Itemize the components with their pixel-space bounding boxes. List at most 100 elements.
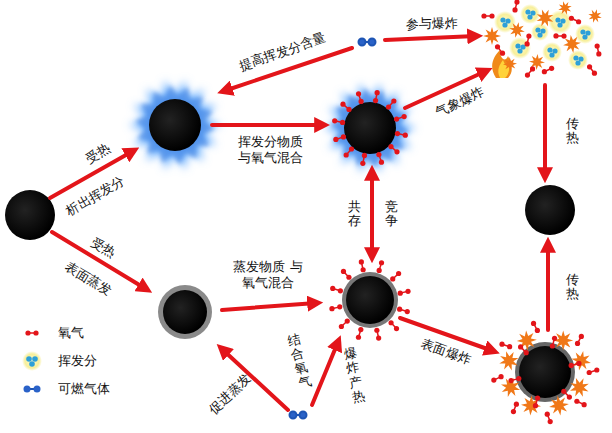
illustration-part	[524, 41, 529, 46]
illustration-part	[375, 90, 380, 95]
illustration-part	[526, 34, 531, 39]
process-label: 共存	[348, 200, 361, 229]
illustration-part	[516, 376, 521, 381]
illustration-part	[514, 402, 519, 407]
illustration-part	[514, 0, 519, 5]
illustration-part	[574, 399, 579, 404]
illustration-part	[531, 321, 536, 326]
illustration-part	[518, 344, 523, 349]
illustration-part	[349, 146, 354, 151]
illustration-part	[546, 244, 550, 330]
illustration-part	[340, 102, 345, 107]
illustration-part	[373, 98, 378, 103]
illustration-part	[340, 120, 345, 125]
illustration-part	[587, 370, 592, 375]
illustration-part	[573, 55, 578, 60]
illustration-part	[394, 116, 399, 121]
illustration-part	[525, 9, 530, 14]
illustration-part	[576, 361, 581, 366]
illustration-part	[332, 118, 337, 123]
illustration-part	[405, 309, 410, 314]
legend-text: 挥发分	[58, 352, 97, 370]
process-label: 挥发分物质 与氧气混合	[235, 134, 305, 167]
illustration-part	[512, 7, 517, 12]
illustration-part	[312, 342, 338, 405]
illustration-part	[374, 328, 379, 333]
illustration-part	[329, 306, 334, 311]
illustration-part	[511, 409, 516, 414]
illustration-part	[135, 85, 215, 164]
illustration-part	[379, 260, 384, 265]
illustration-part	[570, 378, 589, 397]
illustration-part	[558, 1, 571, 14]
illustration-part	[550, 343, 555, 348]
illustration-part	[509, 37, 531, 59]
volatile-glow	[129, 80, 416, 173]
illustration-part	[553, 330, 573, 350]
illustration-part	[394, 326, 399, 331]
illustration-part	[376, 152, 381, 157]
illustration-part	[158, 285, 212, 339]
illustration-part	[495, 44, 500, 49]
legend-text: 可燃气体	[58, 380, 110, 398]
illustration-part	[502, 22, 507, 27]
illustration-part	[33, 330, 38, 335]
illustration-part	[515, 43, 520, 48]
illustration-part	[398, 291, 403, 296]
illustration-part	[396, 271, 401, 276]
process-label: 爆炸产热	[343, 347, 366, 406]
illustration-part	[519, 346, 571, 398]
illustration-part	[333, 137, 338, 142]
illustration-part	[575, 60, 580, 65]
illustration-part	[515, 342, 575, 402]
illustration-part	[376, 335, 381, 340]
illustration-part	[345, 318, 350, 323]
illustration-part	[377, 268, 382, 273]
illustration-part	[557, 22, 562, 27]
illustration-part	[290, 412, 297, 419]
illustration-part	[592, 71, 597, 76]
illustration-part	[369, 39, 376, 46]
illustration-part	[346, 107, 351, 112]
oxygen-molecules	[329, 0, 601, 424]
process-label: 传热	[566, 273, 579, 302]
process-label: 气象爆炸	[433, 84, 487, 121]
legend-text: 氧气	[58, 324, 84, 342]
illustration-part	[587, 64, 592, 69]
illustration-part	[26, 356, 32, 362]
illustration-part	[344, 102, 396, 154]
illustration-part	[379, 160, 384, 165]
illustration-part	[580, 29, 585, 34]
illustration-part	[548, 419, 553, 424]
illustration-part	[341, 134, 346, 139]
illustration-part	[537, 32, 542, 37]
illustration-part	[545, 412, 550, 417]
illustration-part	[356, 91, 361, 96]
illustration-part	[535, 27, 540, 32]
explosion-cloud	[483, 1, 602, 415]
process-label: 参与爆炸	[406, 15, 459, 33]
illustration-part	[525, 185, 575, 235]
illustration-part	[346, 276, 394, 324]
illustration-part	[337, 304, 342, 309]
illustration-part	[341, 269, 346, 274]
illustration-part	[508, 378, 513, 383]
illustration-part	[561, 33, 566, 38]
illustration-part	[359, 39, 366, 46]
illustration-part	[395, 131, 400, 136]
illustration-part	[390, 276, 395, 281]
illustration-part	[397, 307, 402, 312]
illustration-part	[576, 19, 581, 24]
illustration-part	[5, 190, 55, 240]
illustration-part	[543, 85, 547, 176]
illustration-part	[567, 395, 572, 400]
illustration-part	[571, 351, 591, 371]
illustration-part	[579, 334, 584, 339]
illustration-part	[503, 57, 517, 71]
illustration-part	[403, 133, 408, 138]
illustration-part	[553, 33, 558, 38]
illustration-part	[568, 50, 588, 70]
illustration-part	[533, 403, 538, 408]
process-label: 结合氧气	[285, 333, 312, 392]
process-arrows	[50, 36, 548, 410]
